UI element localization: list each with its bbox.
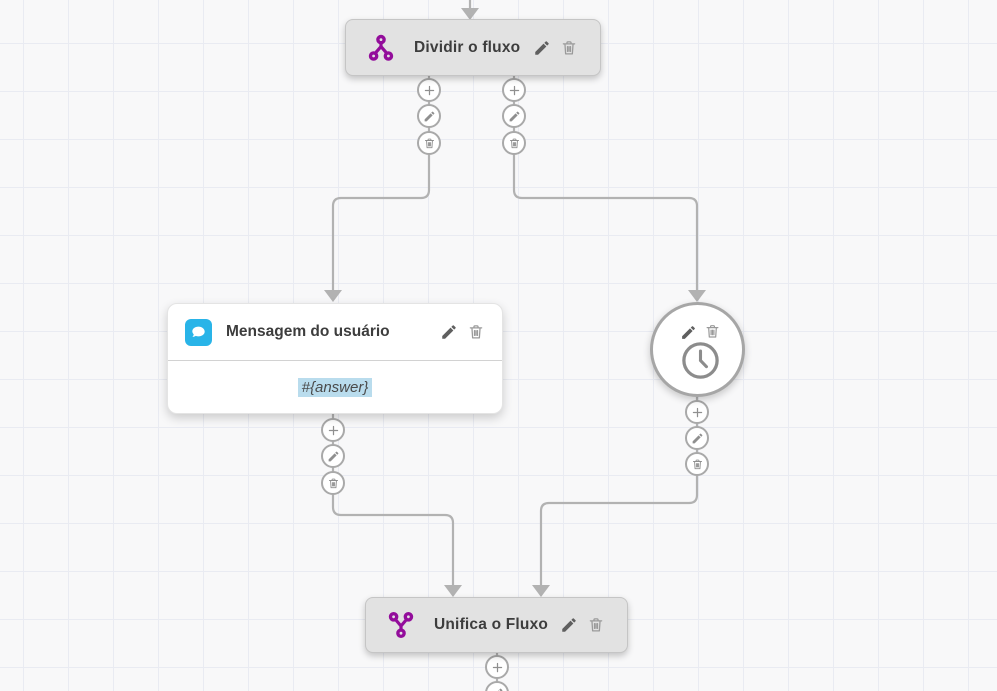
arrowhead: [532, 585, 550, 597]
connector-message-to-merge: [331, 414, 455, 586]
pencil-icon: [562, 618, 576, 632]
pencil-icon: [492, 688, 502, 691]
delete-branch-button[interactable]: [685, 452, 709, 476]
node-user-message[interactable]: Mensagem do usuário #{answer}: [167, 303, 503, 414]
chat-bubble-icon: [185, 318, 212, 346]
arrowhead: [461, 8, 479, 20]
trash-icon: [562, 40, 576, 54]
plus-icon: [692, 407, 702, 417]
trash-icon: [589, 618, 603, 632]
pencil-icon: [328, 451, 338, 461]
add-step-button[interactable]: [502, 78, 526, 102]
split-flow-icon: [368, 34, 394, 61]
clock-icon: [682, 342, 719, 379]
variable-value: #{answer}: [297, 378, 373, 397]
node-title: Unifica o Fluxo: [434, 616, 549, 633]
trash-icon: [469, 325, 483, 339]
plus-icon: [492, 662, 502, 672]
edit-node-button[interactable]: [680, 324, 697, 341]
merge-flow-icon: [388, 612, 414, 638]
delete-branch-button[interactable]: [417, 131, 441, 155]
pencil-icon: [442, 325, 456, 339]
trash-icon: [692, 459, 702, 469]
edit-node-button[interactable]: [440, 323, 458, 341]
pencil-icon: [424, 111, 434, 121]
add-step-button[interactable]: [417, 78, 441, 102]
arrowhead: [324, 290, 342, 302]
add-step-button[interactable]: [321, 418, 345, 442]
edit-branch-button[interactable]: [417, 104, 441, 128]
plus-icon: [509, 85, 519, 95]
add-step-button[interactable]: [485, 655, 509, 679]
node-title: Dividir o fluxo: [414, 38, 521, 56]
delete-node-button[interactable]: [587, 616, 605, 634]
edit-branch-button[interactable]: [502, 104, 526, 128]
arrowhead: [688, 290, 706, 302]
trash-icon: [706, 325, 719, 338]
connector-split-to-message: [331, 76, 431, 291]
delete-branch-button[interactable]: [321, 471, 345, 495]
edit-branch-button[interactable]: [685, 426, 709, 450]
trash-icon: [328, 478, 338, 488]
node-timer[interactable]: [650, 302, 745, 397]
edit-branch-button[interactable]: [321, 444, 345, 468]
delete-node-button[interactable]: [560, 39, 578, 57]
pencil-icon: [509, 111, 519, 121]
node-split-flow[interactable]: Dividir o fluxo: [345, 19, 601, 76]
trash-icon: [424, 138, 434, 148]
node-merge-flow[interactable]: Unifica o Fluxo: [365, 597, 628, 653]
connector-timer-to-merge: [539, 397, 699, 586]
add-step-button[interactable]: [685, 400, 709, 424]
delete-branch-button[interactable]: [502, 131, 526, 155]
node-title: Mensagem do usuário: [226, 323, 390, 340]
plus-icon: [424, 85, 434, 95]
delete-node-button[interactable]: [704, 323, 721, 340]
pencil-icon: [692, 433, 702, 443]
pencil-icon: [682, 326, 695, 339]
trash-icon: [509, 138, 519, 148]
delete-node-button[interactable]: [467, 323, 485, 341]
edit-node-button[interactable]: [533, 39, 551, 57]
plus-icon: [328, 425, 338, 435]
arrowhead: [444, 585, 462, 597]
pencil-icon: [535, 40, 549, 55]
connector-split-to-timer: [512, 76, 699, 291]
edit-node-button[interactable]: [560, 616, 578, 634]
